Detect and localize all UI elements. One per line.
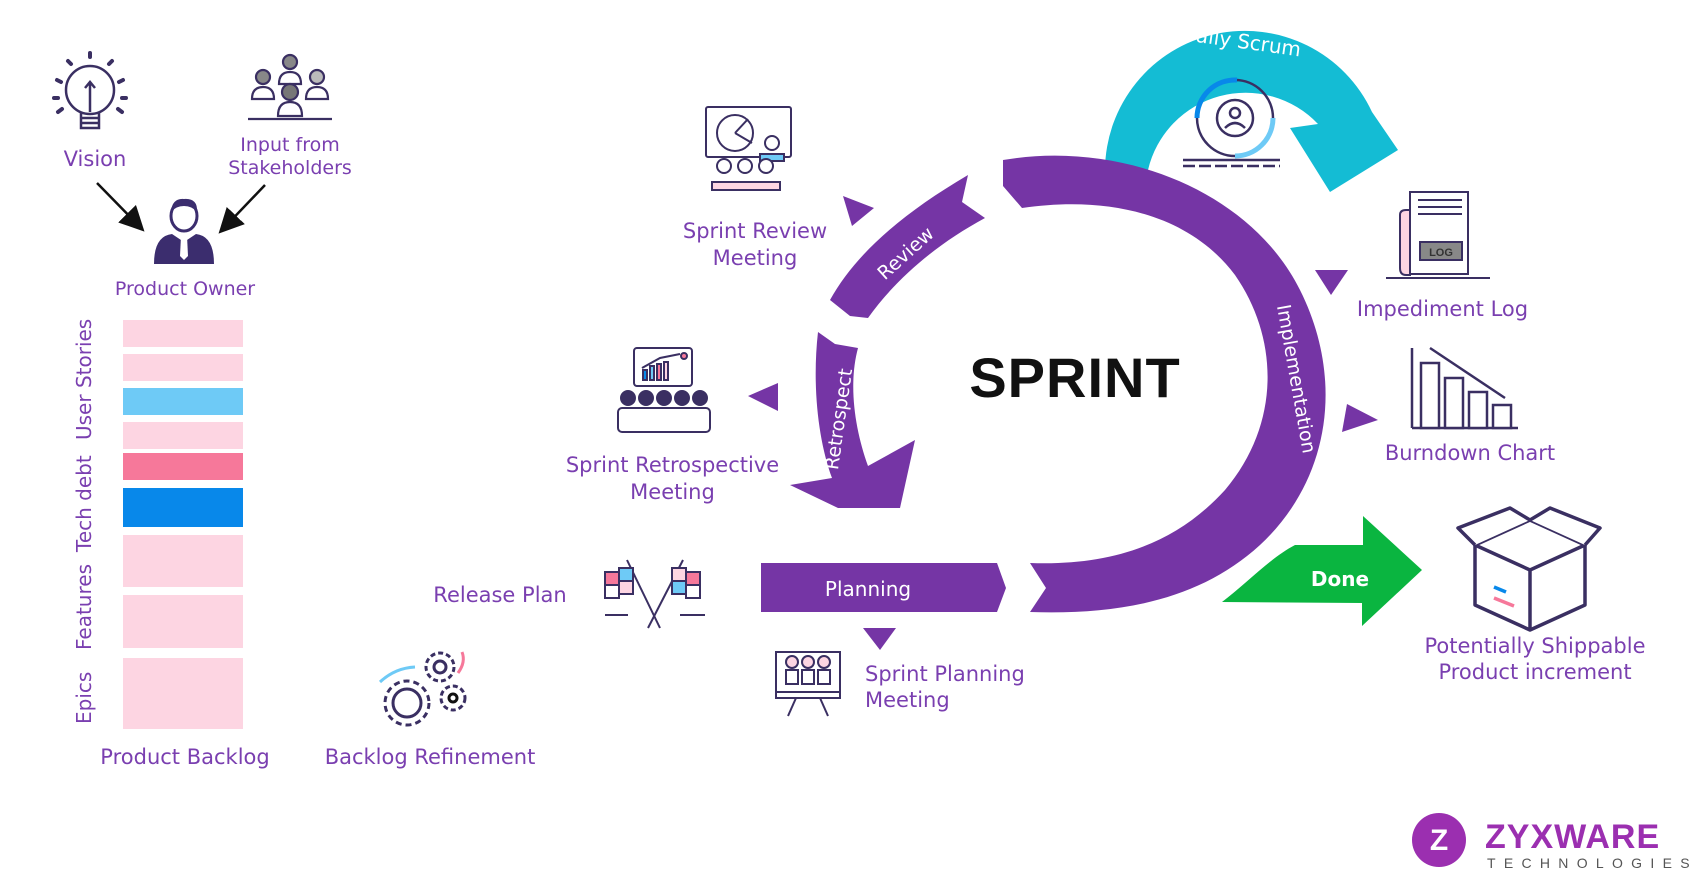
review-meeting-line1: Sprint Review <box>682 219 828 243</box>
impediment-log-label: Impediment Log <box>1356 297 1529 321</box>
increment-line2: Product increment <box>1438 660 1632 684</box>
daily-scrum-arrow <box>1105 30 1398 192</box>
logo-wordmark: ZYXWARE <box>1485 818 1661 856</box>
backlog-item[interactable] <box>123 658 243 729</box>
implementation-arc <box>1003 155 1326 613</box>
retro-meeting-icon <box>617 347 711 433</box>
zyxware-logo-mark <box>1412 813 1466 867</box>
retro-pointer <box>748 383 778 411</box>
category-epics: Epics <box>72 671 96 724</box>
increment-line1: Potentially Shippable <box>1424 634 1646 658</box>
stakeholders-label-line2: Stakeholders <box>228 157 352 179</box>
backlog-item[interactable] <box>123 320 243 347</box>
vision-arrow <box>96 182 145 232</box>
impediment-log-icon <box>1386 191 1490 279</box>
backlog-item[interactable] <box>123 488 243 527</box>
planning-meeting-icon <box>775 651 841 717</box>
logo-subtitle: TECHNOLOGIES <box>1487 855 1690 871</box>
backlog-item[interactable] <box>123 422 243 449</box>
burndown-pointer <box>1342 404 1378 432</box>
daily-scrum-icon <box>1183 77 1280 168</box>
logo-mark-letter: Z <box>1430 824 1448 857</box>
stakeholders-icon <box>248 53 332 121</box>
done-arrow <box>1222 516 1422 626</box>
planning-meeting-line2: Meeting <box>865 688 950 712</box>
box-icon <box>1456 506 1602 632</box>
impediment-pointer <box>1315 270 1348 295</box>
product-backlog-title: Product Backlog <box>100 745 270 769</box>
planning-meeting-line1: Sprint Planning <box>865 662 1025 686</box>
backlog-item[interactable] <box>123 354 243 381</box>
lightbulb-icon <box>52 51 128 130</box>
planning-bar <box>761 563 1006 612</box>
review-meeting-icon <box>705 106 792 191</box>
backlog-refinement-label: Backlog Refinement <box>324 745 536 769</box>
review-pointer <box>843 196 874 226</box>
burndown-chart-label: Burndown Chart <box>1384 441 1556 465</box>
stakeholders-arrow <box>218 184 266 234</box>
vision-label: Vision <box>63 147 127 171</box>
backlog-item[interactable] <box>123 535 243 587</box>
backlog-item[interactable] <box>123 453 243 480</box>
category-tech-debt: Tech debt <box>72 455 96 552</box>
retro-meeting-line1: Sprint Retrospective <box>565 453 780 477</box>
release-plan-label: Release Plan <box>433 583 567 607</box>
stakeholders-label-line1: Input from <box>240 134 340 156</box>
backlog-item[interactable] <box>123 388 243 415</box>
category-user-stories: User Stories <box>72 318 96 440</box>
flags-icon <box>604 559 705 629</box>
review-arc <box>830 175 985 318</box>
sprint-title: SPRINT <box>969 346 1181 409</box>
product-owner-icon <box>154 198 214 264</box>
gears-icon <box>378 651 467 727</box>
category-features: Features <box>72 564 96 650</box>
backlog-item[interactable] <box>123 595 243 648</box>
planning-label: Planning <box>825 577 911 601</box>
retro-meeting-line2: Meeting <box>630 480 715 504</box>
retrospect-arc <box>790 332 915 508</box>
done-label: Done <box>1311 567 1369 591</box>
planning-pointer <box>863 628 896 650</box>
product-owner-label: Product Owner <box>114 278 256 300</box>
review-meeting-line2: Meeting <box>712 246 798 270</box>
log-badge-text: LOG <box>1429 247 1453 259</box>
burndown-chart-icon <box>1410 346 1518 430</box>
